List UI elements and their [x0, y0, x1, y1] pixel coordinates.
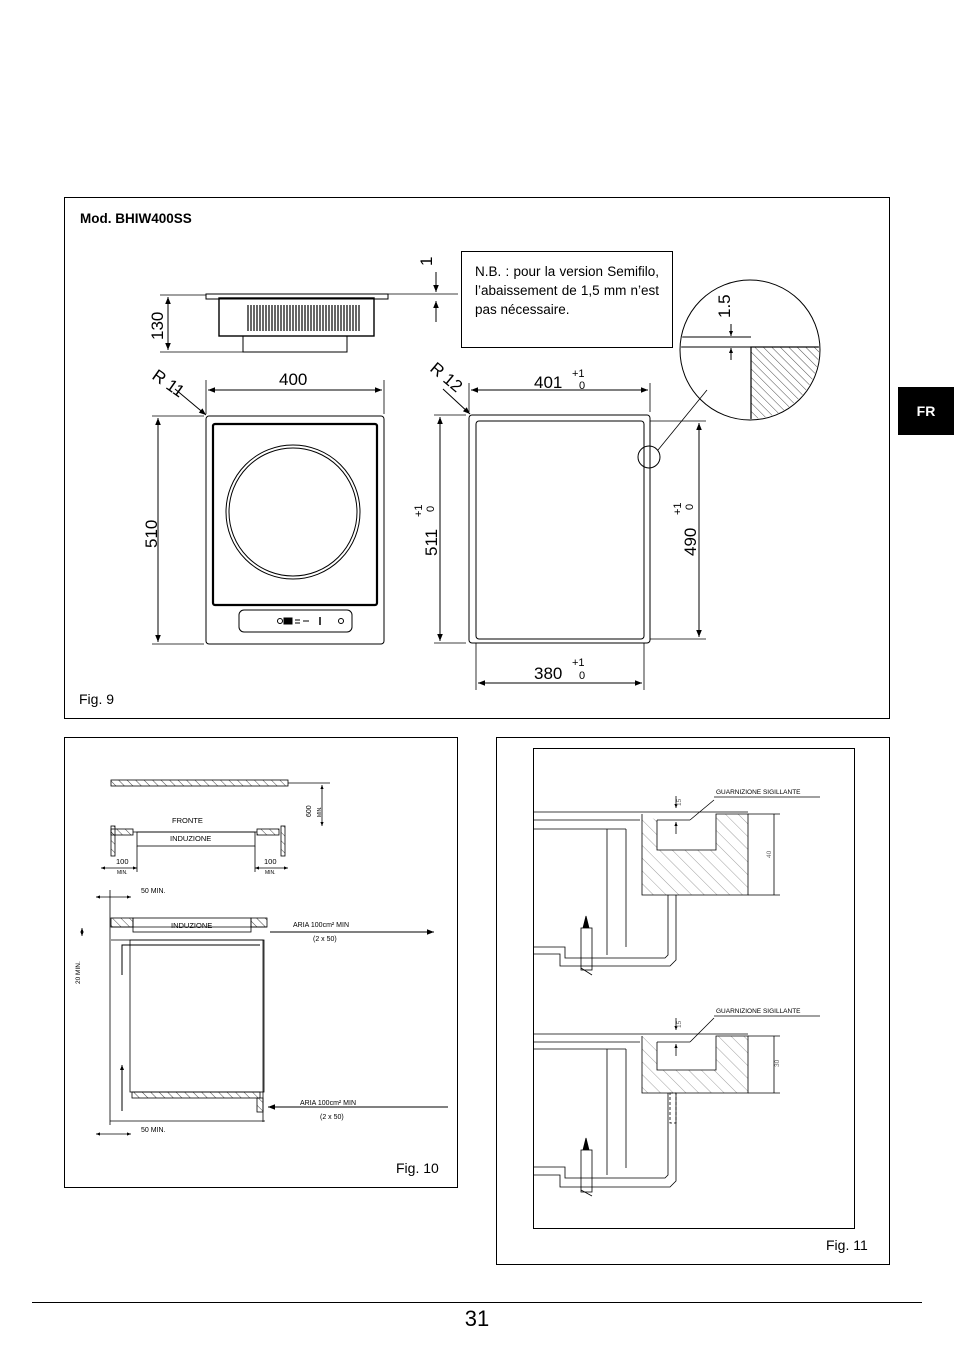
hob-side-view — [160, 272, 458, 353]
fig11-frame — [496, 737, 890, 1265]
induzione-label-bottom: INDUZIONE — [171, 921, 212, 930]
aria-top-label: ARIA 100cm² MIN — [293, 922, 349, 929]
dim-inner-depth: 490 — [681, 528, 700, 556]
control-panel — [238, 609, 353, 633]
min-100-left: 100 — [116, 857, 129, 866]
dim-15-bottom: 15 — [676, 1020, 683, 1028]
fig11-inner-frame — [533, 748, 855, 1229]
aria-top-sub: (2 x 50) — [313, 936, 337, 943]
aria-bottom-label: ARIA 100cm² MIN — [300, 1100, 356, 1107]
dim-inner-width: 380 — [534, 664, 562, 683]
dim-detail-drop: 1.5 — [715, 294, 734, 318]
footer-rule — [32, 1302, 922, 1303]
seal-detail-top — [534, 796, 820, 976]
fig11-caption: Fig. 11 — [826, 1237, 868, 1253]
fig9-caption: Fig. 9 — [79, 691, 115, 707]
tol-zero-380: 0 — [579, 670, 585, 682]
min-600-min: MIN. — [317, 806, 323, 817]
induzione-label-top: INDUZIONE — [170, 834, 211, 843]
min-100-left-min: MIN. — [117, 870, 128, 876]
min-50-top: 50 MIN. — [141, 888, 166, 895]
seal-detail-bottom — [534, 1015, 820, 1197]
dim-30: 30 — [774, 1059, 781, 1067]
min-100-right: 100 — [264, 857, 277, 866]
min-100-right-min: MIN. — [265, 870, 276, 876]
tol-plus-380: +1 — [572, 657, 585, 669]
aria-bottom-sub: (2 x 50) — [320, 1114, 344, 1121]
fronte-label: FRONTE — [172, 816, 203, 825]
seal-label-top: GUARNIZIONE SIGILLANTE — [716, 789, 801, 796]
tol-zero-511: 0 — [425, 506, 437, 512]
fig9-frame — [64, 197, 890, 719]
tol-plus-490: +1 — [672, 502, 684, 515]
dim-width-hob: 400 — [279, 370, 307, 389]
dim-depth-cut: 511 — [422, 529, 441, 556]
page-number: 31 — [464, 1306, 490, 1331]
hob-top-view — [152, 380, 385, 645]
dim-width-cut: 401 — [534, 373, 562, 392]
tol-zero-401: 0 — [579, 380, 585, 392]
dim-depth-hob: 510 — [142, 520, 161, 548]
min-20-label: 20 MIN. — [75, 961, 82, 984]
min-600-label: 600 — [306, 805, 313, 817]
seal-label-bottom: GUARNIZIONE SIGILLANTE — [716, 1008, 801, 1015]
semifilo-note: N.B. : pour la version Semifilo, l’abais… — [461, 251, 673, 348]
control-icons — [277, 617, 344, 625]
min-50-bottom: 50 MIN. — [141, 1127, 166, 1134]
fig10-frame — [64, 737, 458, 1188]
vent-grille — [247, 305, 360, 331]
tol-plus-401: +1 — [572, 368, 585, 380]
model-name: Mod. BHIW400SS — [80, 211, 192, 226]
fig10-caption: Fig. 10 — [396, 1160, 439, 1176]
tol-zero-490: 0 — [684, 504, 696, 510]
tol-plus-511: +1 — [413, 504, 425, 517]
dim-height: 130 — [148, 312, 167, 340]
cooking-zone — [225, 444, 361, 580]
dim-40: 40 — [766, 850, 773, 858]
language-tab: FR — [898, 387, 954, 435]
dim-top-thickness: 1 — [417, 257, 436, 266]
cutout-view — [434, 279, 821, 690]
dim-15-top: 15 — [676, 798, 683, 806]
